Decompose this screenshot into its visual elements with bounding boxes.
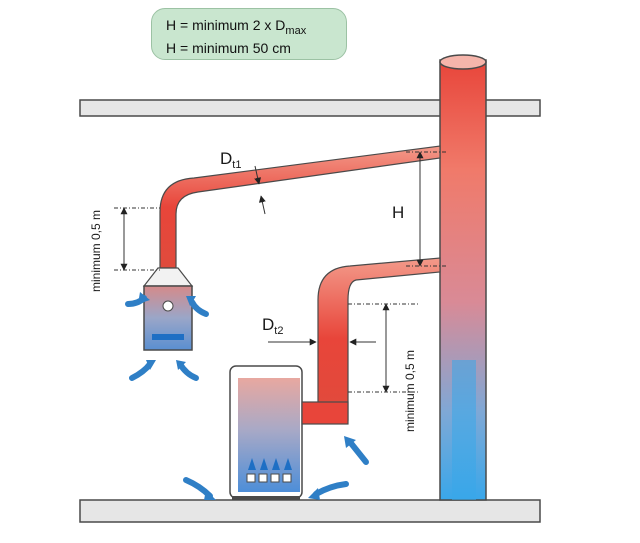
- floor-slab: [79, 499, 541, 523]
- dim-right: [348, 303, 420, 393]
- water-heater: [142, 267, 194, 351]
- air-arrowheads: [138, 292, 356, 500]
- boiler-controls: [246, 473, 292, 483]
- air-arrow-heater-right: [189, 299, 209, 317]
- boiler-vent-box: [301, 401, 349, 425]
- formula-line-2: H = minimum 50 cm: [166, 39, 291, 56]
- boiler: [229, 365, 349, 500]
- formula-line-1: H = minimum 2 x Dmax: [166, 17, 307, 37]
- chimney-top: [439, 54, 487, 70]
- air-arrow-heater-bottom-left: [129, 361, 153, 381]
- dim-h: [406, 151, 446, 267]
- dim-dt1: [254, 165, 266, 215]
- label-dt2: Dt2: [262, 315, 283, 337]
- air-arrow-boiler-right: [313, 481, 349, 497]
- draft-hood: [142, 267, 194, 287]
- lower-flue-pipe: [317, 257, 441, 421]
- label-min-right: minimum 0,5 m: [403, 350, 417, 432]
- formula-note: H = minimum 2 x Dmax H = minimum 50 cm: [151, 8, 347, 60]
- chimney-cold-core: [452, 360, 476, 500]
- heater-window: [162, 300, 174, 312]
- label-min-left: minimum 0,5 m: [89, 210, 103, 292]
- air-arrow-heater-bottom-right: [177, 361, 199, 381]
- upper-flue-pipe: [159, 145, 441, 269]
- label-dt1: Dt1: [220, 149, 241, 171]
- heater-burner: [152, 334, 184, 340]
- label-h: H: [392, 203, 404, 222]
- boiler-base: [232, 496, 300, 500]
- dim-left: [114, 207, 160, 271]
- boiler-burners: [248, 458, 292, 470]
- heater-body: [143, 285, 193, 351]
- air-arrow-boiler-vent: [347, 439, 369, 465]
- ceiling-slab: [79, 99, 541, 117]
